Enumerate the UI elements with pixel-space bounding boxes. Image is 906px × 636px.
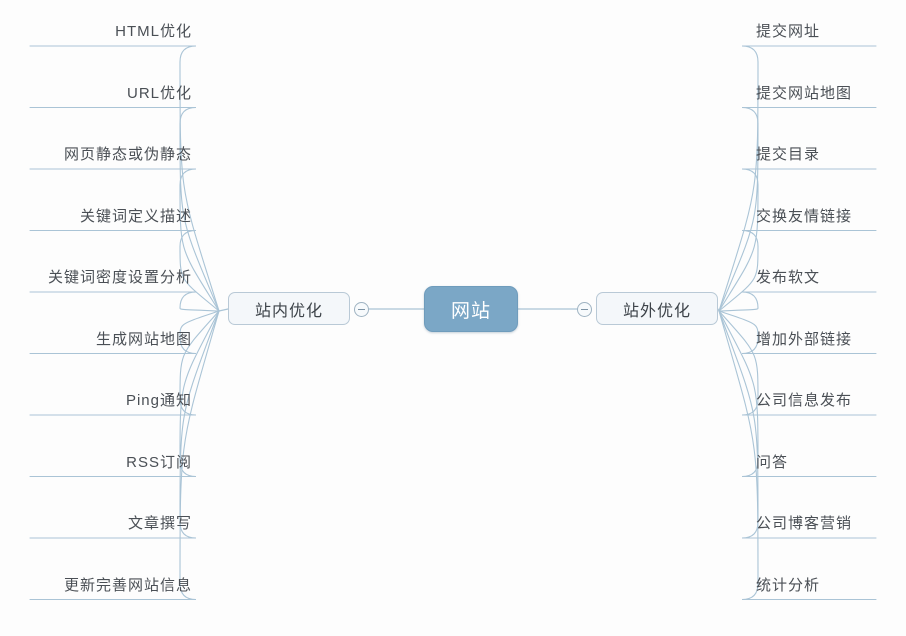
leaf-node-on-site-4[interactable]: 关键词密度设置分析 [47,269,192,286]
leaf-node-on-site-2[interactable]: 网页静态或伪静态 [63,146,192,163]
leaf-node-off-site-1[interactable]: 提交网站地图 [756,84,853,102]
leaf-node-on-site-5[interactable]: 生成网站地图 [95,330,192,348]
leaf-node-off-site-6[interactable]: 公司信息发布 [756,392,853,409]
leaf-node-on-site-8[interactable]: 文章撰写 [127,515,192,532]
leaf-node-off-site-5[interactable]: 增加外部链接 [756,330,853,348]
leaf-node-off-site-0[interactable]: 提交网址 [756,23,821,40]
leaf-node-off-site-9[interactable]: 统计分析 [756,576,821,594]
collapse-toggle-off-site[interactable] [577,302,592,317]
leaf-node-on-site-7[interactable]: RSS订阅 [126,453,192,471]
collapse-toggle-on-site[interactable] [354,302,369,317]
leaf-node-on-site-0[interactable]: HTML优化 [115,23,192,40]
leaf-node-on-site-9[interactable]: 更新完善网站信息 [63,576,192,594]
leaf-node-off-site-7[interactable]: 问答 [756,453,789,471]
leaf-node-off-site-2[interactable]: 提交目录 [756,146,821,163]
leaf-node-off-site-4[interactable]: 发布软文 [756,269,821,286]
leaf-node-off-site-8[interactable]: 公司博客营销 [756,515,853,532]
leaf-node-on-site-3[interactable]: 关键词定义描述 [79,207,192,225]
leaf-node-on-site-1[interactable]: URL优化 [126,84,192,102]
leaf-node-off-site-3[interactable]: 交换友情链接 [756,207,853,225]
branch-node-on-site[interactable]: 站内优化 [228,292,350,325]
root-node-website[interactable]: 网站 [424,286,518,332]
branch-node-off-site[interactable]: 站外优化 [596,292,718,325]
leaf-node-on-site-6[interactable]: Ping通知 [125,392,192,409]
